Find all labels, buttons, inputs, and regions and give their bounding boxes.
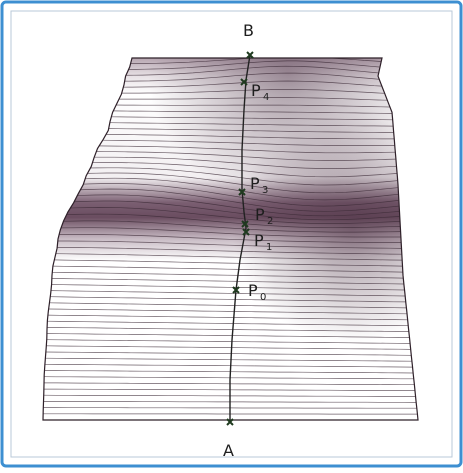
point-label-p4-name: P (251, 81, 261, 100)
point-label-p1-sub: 1 (266, 242, 272, 253)
endpoint-label-a: A (223, 441, 234, 460)
point-label-p0-sub: 0 (260, 292, 266, 303)
endpoint-label-b: B (243, 21, 254, 40)
point-label-p1-name: P (254, 231, 264, 250)
point-label-p4-sub: 4 (263, 92, 269, 103)
point-label-p3-sub: 3 (262, 185, 268, 196)
point-label-p3-name: P (250, 174, 260, 193)
point-label-p2-name: P (255, 205, 265, 224)
point-label-p0-name: P (248, 281, 258, 300)
point-label-p2-sub: 2 (267, 216, 273, 227)
